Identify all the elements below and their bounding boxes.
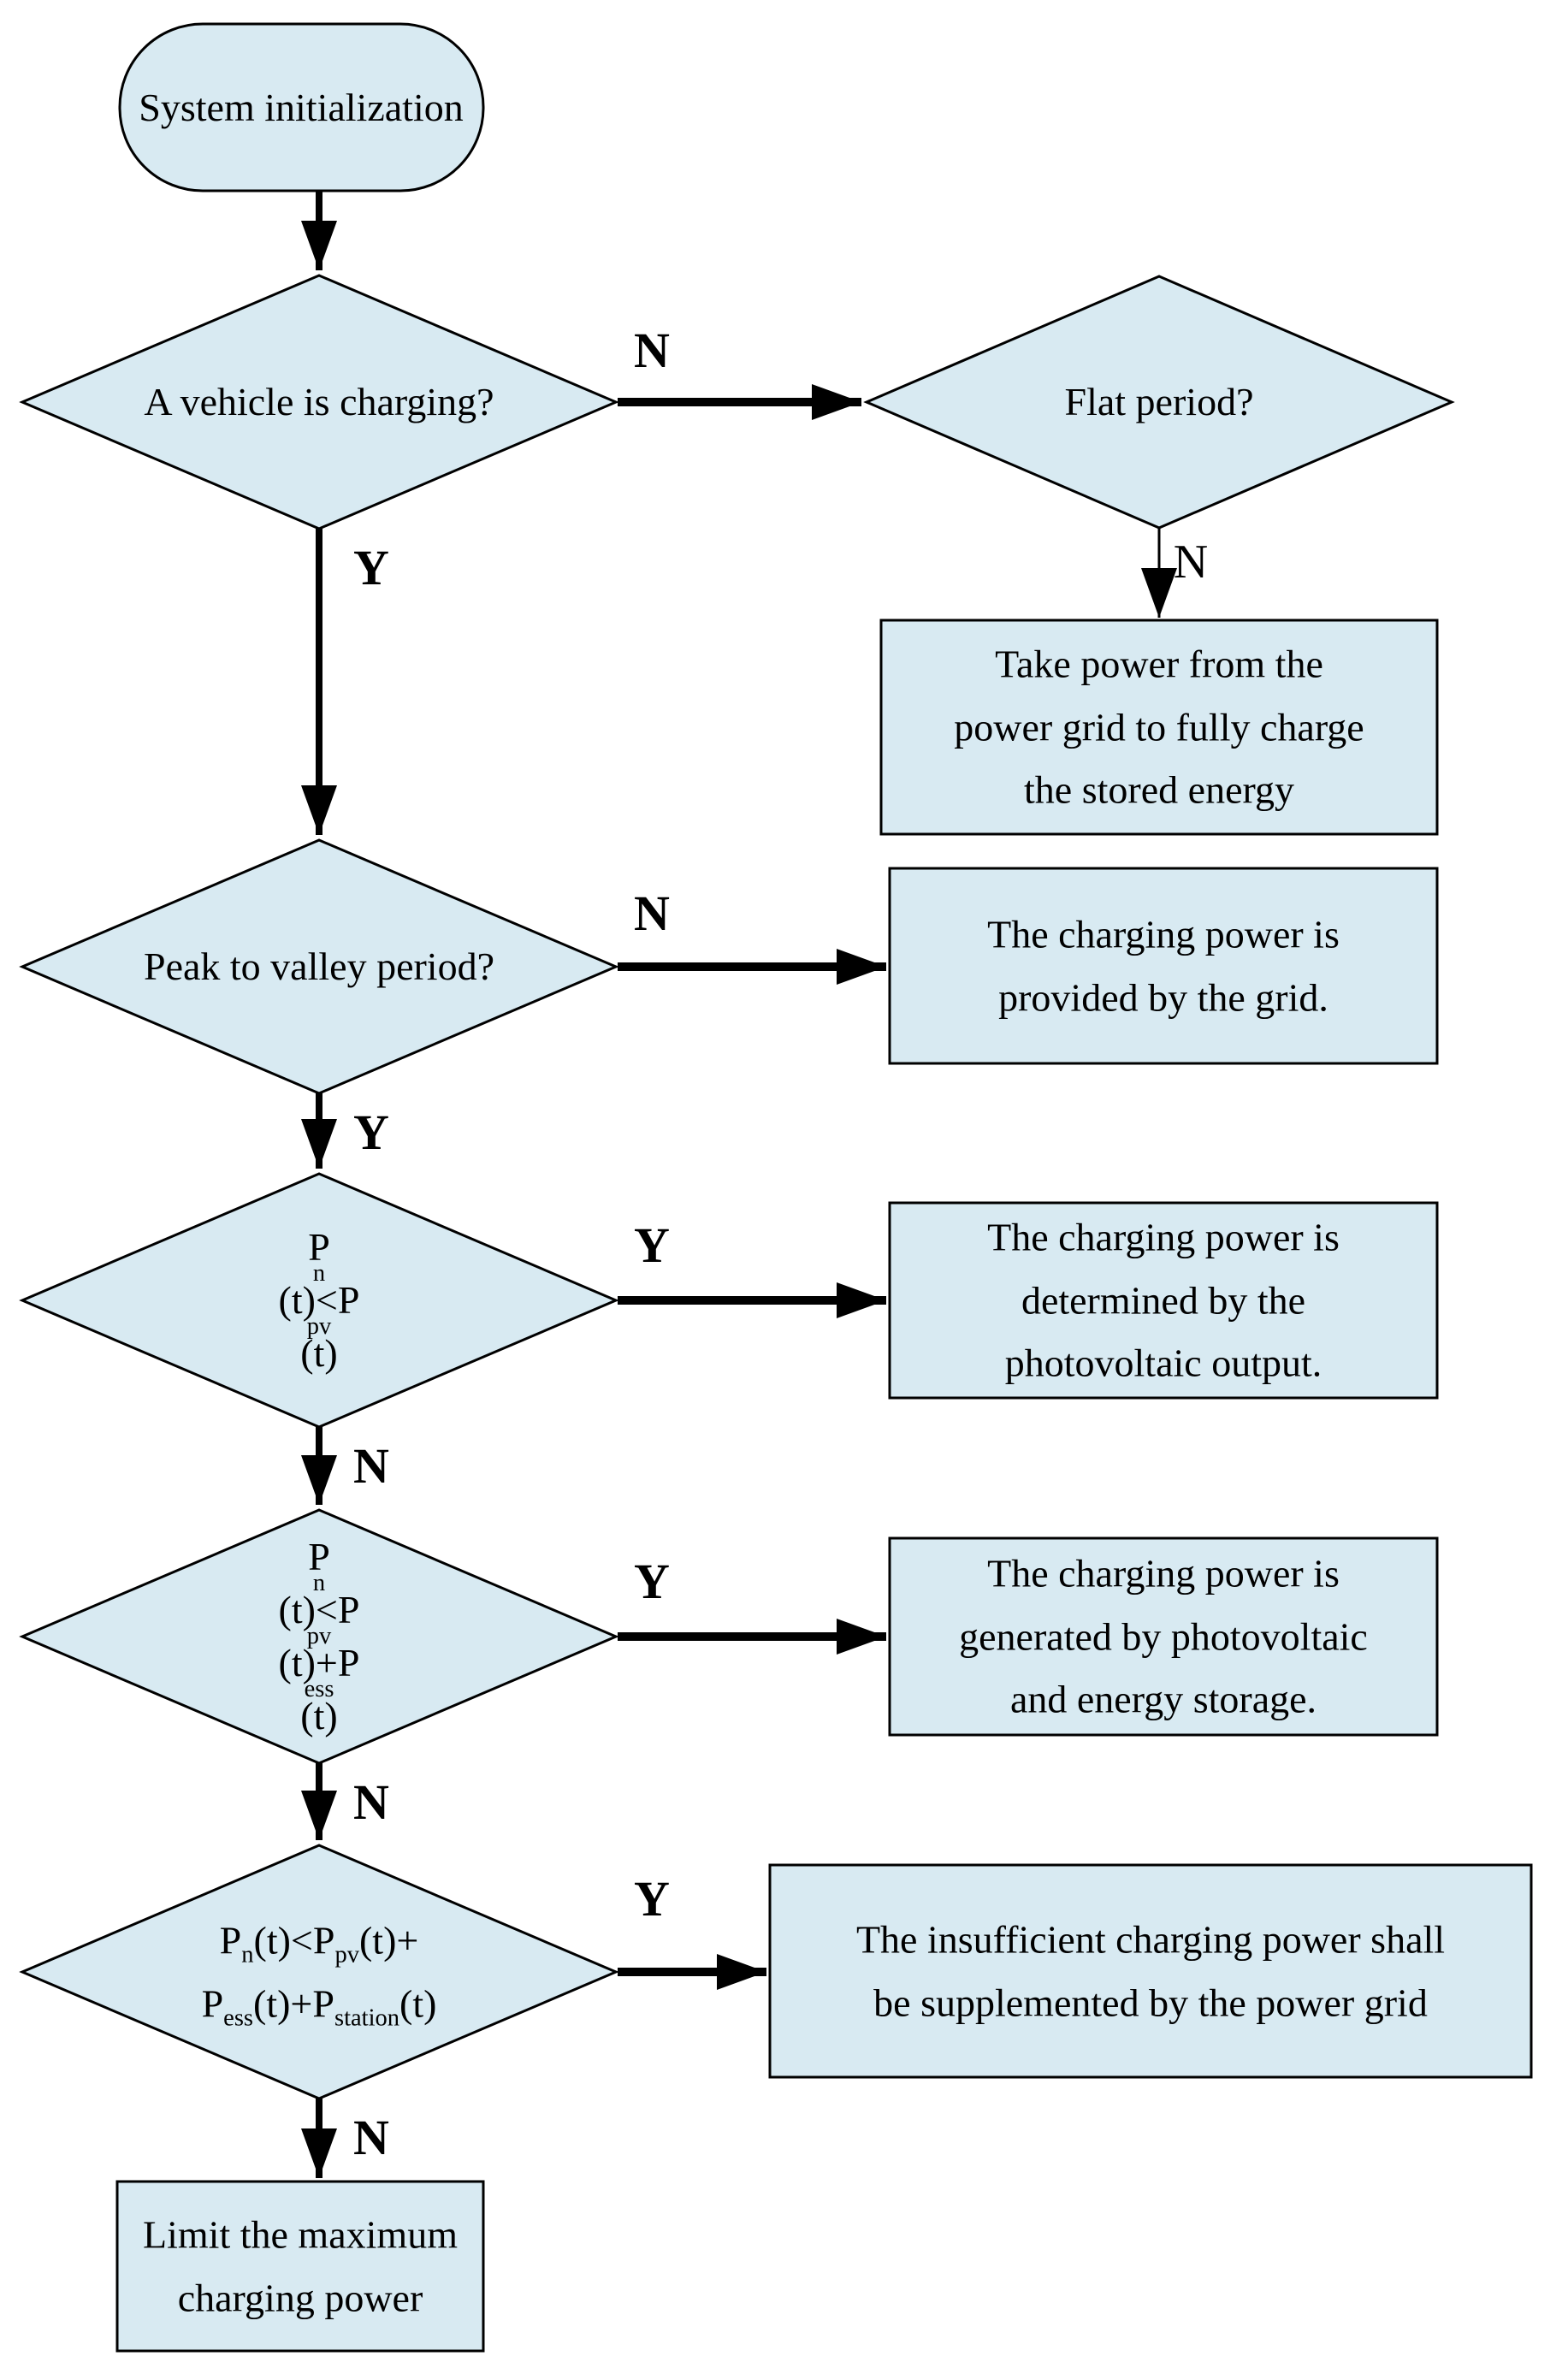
branch-label-pv-yes: Y (634, 1217, 670, 1273)
start-node-label: System initialization (139, 85, 464, 129)
process-take-power-line: the stored energy (1024, 767, 1294, 812)
process-limit-max-line: charging power (177, 2276, 423, 2319)
branch-label-vehicle-yes: Y (353, 540, 389, 595)
process-grid-supplement-label: The insufficient charging power shall be… (783, 1908, 1518, 2034)
branch-label-flat-no: N (1173, 536, 1209, 589)
branch-label-pv-ess-no: N (353, 1774, 389, 1830)
decision-flat-period-shape (863, 275, 1455, 530)
decision-flat-period-label: Flat period? (1064, 379, 1254, 423)
decision-peak-to-valley-label: Peak to valley period? (143, 944, 495, 988)
process-grid-supplement-shape (768, 1863, 1533, 2079)
branch-label-pv-no: N (353, 1438, 389, 1494)
process-grid-provides-line: The charging power is (987, 912, 1340, 956)
decision-peak-to-valley-shape (19, 838, 619, 1095)
branch-label-pv-ess-yes: Y (634, 1554, 670, 1609)
start-node-shape (118, 22, 485, 192)
process-grid-provides-line: provided by the grid. (998, 975, 1328, 1019)
decision-pv-ess-station-shape (19, 1844, 619, 2100)
branch-label-vehicle-no: N (634, 323, 670, 378)
branch-label-station-no: N (353, 2110, 389, 2165)
process-pv-output-shape (888, 1201, 1439, 1400)
process-grid-supplement-line: The insufficient charging power shall (855, 1917, 1446, 1962)
process-grid-provides-label: The charging power is provided by the gr… (907, 903, 1420, 1028)
process-limit-max-line: Limit the maximum (143, 2212, 458, 2257)
decision-pv-ess-station-line1: Pn(t)<Ppv(t)+ (219, 1918, 419, 1969)
process-limit-max-shape (115, 2180, 485, 2353)
process-pv-storage-line: generated by photovoltaic (959, 1614, 1368, 1659)
decision-pv-ess-shape (19, 1508, 619, 1765)
process-pv-output-line: The charging power is (987, 1215, 1340, 1259)
decision-pv-ess-station-line2: Pess(t)+Pstation(t) (201, 1981, 437, 2032)
branch-label-station-yes: Y (634, 1871, 670, 1927)
decision-pv-ess-station-label: Pn(t)<Ppv(t)+ Pess(t)+Pstation(t) (71, 1909, 567, 2034)
process-take-power-shape (879, 619, 1439, 836)
process-pv-storage-label: The charging power is generated by photo… (907, 1542, 1420, 1732)
process-grid-provides-shape (888, 867, 1439, 1065)
process-pv-output-line: photovoltaic output. (1004, 1341, 1322, 1385)
process-grid-supplement-line: be supplemented by the power grid (873, 1980, 1428, 2024)
branch-label-peak-no: N (634, 885, 670, 941)
process-pv-storage-shape (888, 1536, 1439, 1737)
process-take-power-line: power grid to fully charge (954, 705, 1364, 749)
process-pv-storage-line: The charging power is (987, 1551, 1340, 1596)
branch-label-peak-yes: Y (353, 1104, 389, 1160)
decision-pv-shape (19, 1172, 619, 1429)
process-pv-output-label: The charging power is determined by the … (907, 1206, 1420, 1395)
process-pv-storage-line: and energy storage. (1009, 1677, 1317, 1721)
process-take-power-label: Take power from the power grid to fully … (902, 633, 1416, 822)
decision-vehicle-charging-shape (19, 274, 619, 530)
process-pv-output-line: determined by the (1021, 1278, 1306, 1323)
decision-vehicle-charging-label: A vehicle is charging? (144, 379, 494, 423)
process-take-power-line: Take power from the (995, 642, 1323, 686)
process-limit-max-label: Limit the maximum charging power (121, 2203, 480, 2329)
